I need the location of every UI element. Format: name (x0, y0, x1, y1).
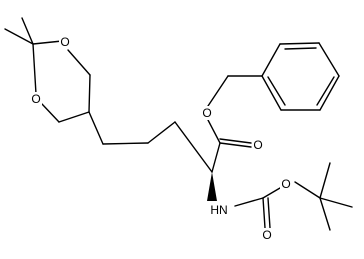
label-bg-carbamate-o (280, 177, 293, 191)
bond-o-lower-cq (32, 43, 37, 95)
bond-carbonyl-oxygen-2 (219, 138, 252, 144)
atom-label-carbamate-oxygen: O (281, 177, 290, 191)
benzyl-ester (207, 42, 340, 173)
atom-label-carbamate-carbonyl-oxygen: O (262, 228, 271, 242)
bond-methyl-a (4, 28, 34, 45)
atom-labels: O O O O HN O O (30, 35, 293, 242)
bond-ch2-ch-ring (88, 74, 91, 113)
bond-ph-inner-1 (284, 47, 317, 50)
bond-carbonyl-o-link (262, 187, 281, 199)
dimethyl-dioxane-ring (4, 17, 91, 123)
boc-amine (207, 162, 353, 231)
bond-carbonyl-o-down-2 (267, 197, 271, 229)
atom-label-ester-carbonyl-oxygen: O (253, 138, 262, 152)
bond-tbutyl-me-2 (319, 197, 353, 208)
bond-ph-4 (319, 75, 340, 111)
label-bg-amine (205, 203, 233, 217)
bond-tbutyl-me-1 (319, 162, 331, 199)
bond-ph-1 (261, 43, 281, 77)
atom-label-ring-oxygen-lower: O (31, 92, 40, 106)
alkyl-chain (88, 111, 213, 173)
bond-carbonyl-o-down-1 (262, 197, 266, 229)
label-bg-o-upper (59, 35, 71, 49)
wedge-bond-alpha-n (207, 172, 217, 201)
bond-o-upper-ch2 (67, 49, 91, 76)
bond-cq-o-upper (32, 40, 63, 45)
bond-chain-3 (147, 121, 176, 144)
bond-ph-inner-3 (267, 76, 286, 106)
bond-alpha-carbonyl (211, 142, 221, 173)
bond-ch-ch2-lower (58, 111, 90, 123)
bond-ring-chain (88, 111, 104, 145)
bond-carbonyl-oxygen-1 (219, 142, 252, 148)
bond-tbutyl-me-3 (319, 197, 331, 231)
bond-ph-inner-2 (316, 76, 335, 106)
label-bg-o-lower (30, 92, 42, 106)
bond-carbonyl-ester-o (207, 119, 221, 144)
bond-methyl-b (21, 17, 34, 45)
atom-label-ester-oxygen: O (202, 106, 211, 120)
bond-ph-3 (318, 42, 340, 77)
bond-ph-2 (279, 42, 320, 45)
bond-ph-6 (261, 75, 282, 111)
label-bg-ester-carbonyl-o (252, 138, 265, 152)
bond-n-carbonyl (234, 197, 264, 207)
bond-chain-4 (174, 121, 213, 173)
atom-label-ring-oxygen-upper: O (60, 35, 69, 49)
label-bg-ester-o (201, 106, 214, 120)
bond-chain-2 (102, 142, 149, 145)
atom-label-amine: HN (210, 203, 227, 217)
bond-ch2-o-lower (41, 103, 60, 123)
label-bg-carbamate-carbonyl-o (261, 228, 274, 242)
phenyl-ring (261, 42, 340, 111)
bond-ester-o-ch2 (207, 75, 229, 107)
bond-o-tbutyl (294, 181, 321, 199)
